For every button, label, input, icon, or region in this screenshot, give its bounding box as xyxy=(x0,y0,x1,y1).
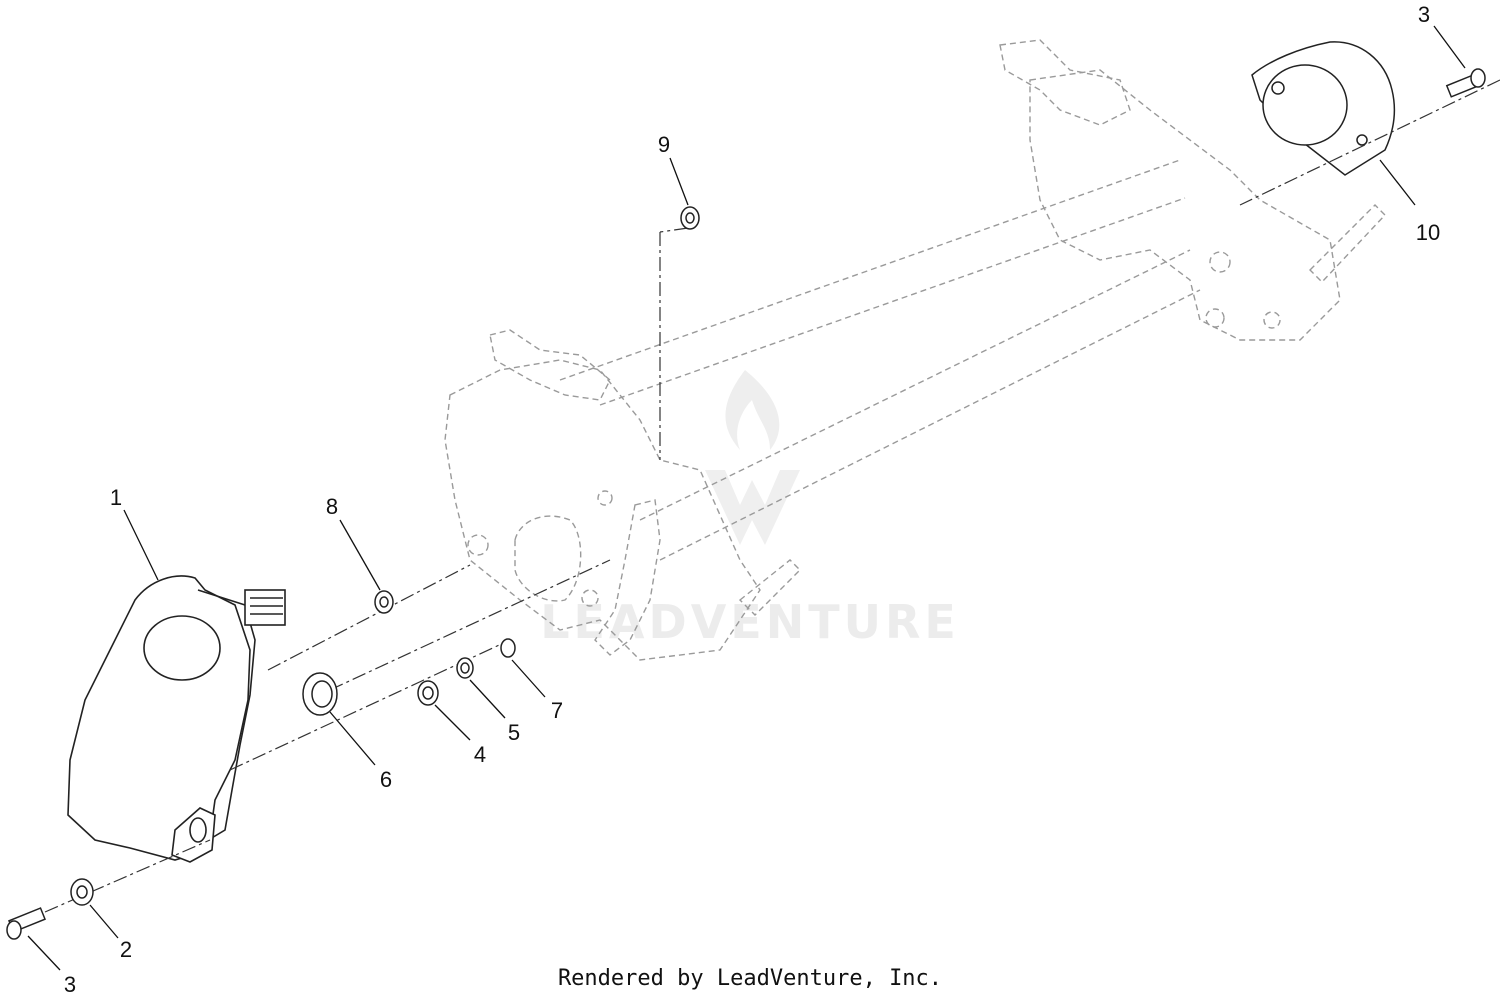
callout-3-top: 3 xyxy=(1418,2,1430,27)
part-4-washer xyxy=(417,680,439,706)
leadventure-watermark: LEADVENTURE xyxy=(540,370,960,649)
rear-fitting xyxy=(999,39,1131,126)
callout-1: 1 xyxy=(110,485,122,510)
leader-6 xyxy=(329,711,376,766)
rear-lever-handle xyxy=(1309,204,1386,284)
leader-10 xyxy=(1379,159,1416,206)
leader-3-top xyxy=(1433,25,1466,69)
leader-3-bottom xyxy=(27,935,61,971)
part-8-washer xyxy=(374,590,394,614)
callout-2: 2 xyxy=(120,937,132,962)
front-housing-hole xyxy=(467,534,489,556)
front-fitting xyxy=(489,329,611,401)
part-2-spacer xyxy=(70,878,94,906)
front-housing-hole-2 xyxy=(581,589,599,607)
callout-10: 10 xyxy=(1416,220,1440,245)
ghost-housing-assembly xyxy=(444,39,1386,661)
callout-8: 8 xyxy=(326,494,338,519)
part-9-nut xyxy=(680,206,700,230)
part-6-seal xyxy=(302,672,338,716)
leader-4 xyxy=(434,704,471,741)
callout-5: 5 xyxy=(508,720,520,745)
callout-labels: 1 2 3 3 4 5 6 7 8 9 10 xyxy=(64,2,1440,997)
hardware-parts xyxy=(6,68,1486,940)
flame-logo-icon xyxy=(725,370,780,450)
rear-casting-hole-3 xyxy=(1263,311,1281,329)
callout-6: 6 xyxy=(380,767,392,792)
v-logo-icon xyxy=(705,470,800,545)
lever-arm xyxy=(594,499,661,656)
leader-7 xyxy=(511,659,546,698)
footer-credit: Rendered by LeadVenture, Inc. xyxy=(557,966,943,991)
part-7-ring xyxy=(500,638,516,658)
callout-3-bottom: 3 xyxy=(64,972,76,997)
front-housing xyxy=(444,359,761,661)
lever-handle xyxy=(738,559,801,616)
part-10-rear-cover xyxy=(1251,41,1396,176)
rear-casting-hole-2 xyxy=(1205,308,1225,328)
leader-2 xyxy=(89,904,119,939)
callout-7: 7 xyxy=(551,698,563,723)
callout-9: 9 xyxy=(658,132,670,157)
leader-5 xyxy=(469,679,506,719)
upper-shaft-line xyxy=(559,159,1181,381)
leader-9 xyxy=(669,157,689,206)
front-housing-boss xyxy=(514,515,582,602)
part-3-bolt-top xyxy=(1445,68,1486,98)
part-3-bolt-bottom xyxy=(6,907,46,940)
rear-casting-hole xyxy=(1209,251,1231,273)
callout-4: 4 xyxy=(474,742,486,767)
front-housing-hole-3 xyxy=(597,490,613,506)
lower-shaft-line xyxy=(639,249,1191,521)
leader-8 xyxy=(339,519,381,591)
leader-1 xyxy=(123,509,159,581)
rear-casting xyxy=(1029,69,1341,341)
upper-shaft-line-2 xyxy=(599,197,1186,406)
part-1-gear-cover xyxy=(67,575,286,863)
leader-lines xyxy=(27,25,1466,971)
lower-shaft-line-2 xyxy=(659,289,1201,561)
watermark-text: LEADVENTURE xyxy=(540,595,960,649)
part-5-ring xyxy=(456,657,474,679)
